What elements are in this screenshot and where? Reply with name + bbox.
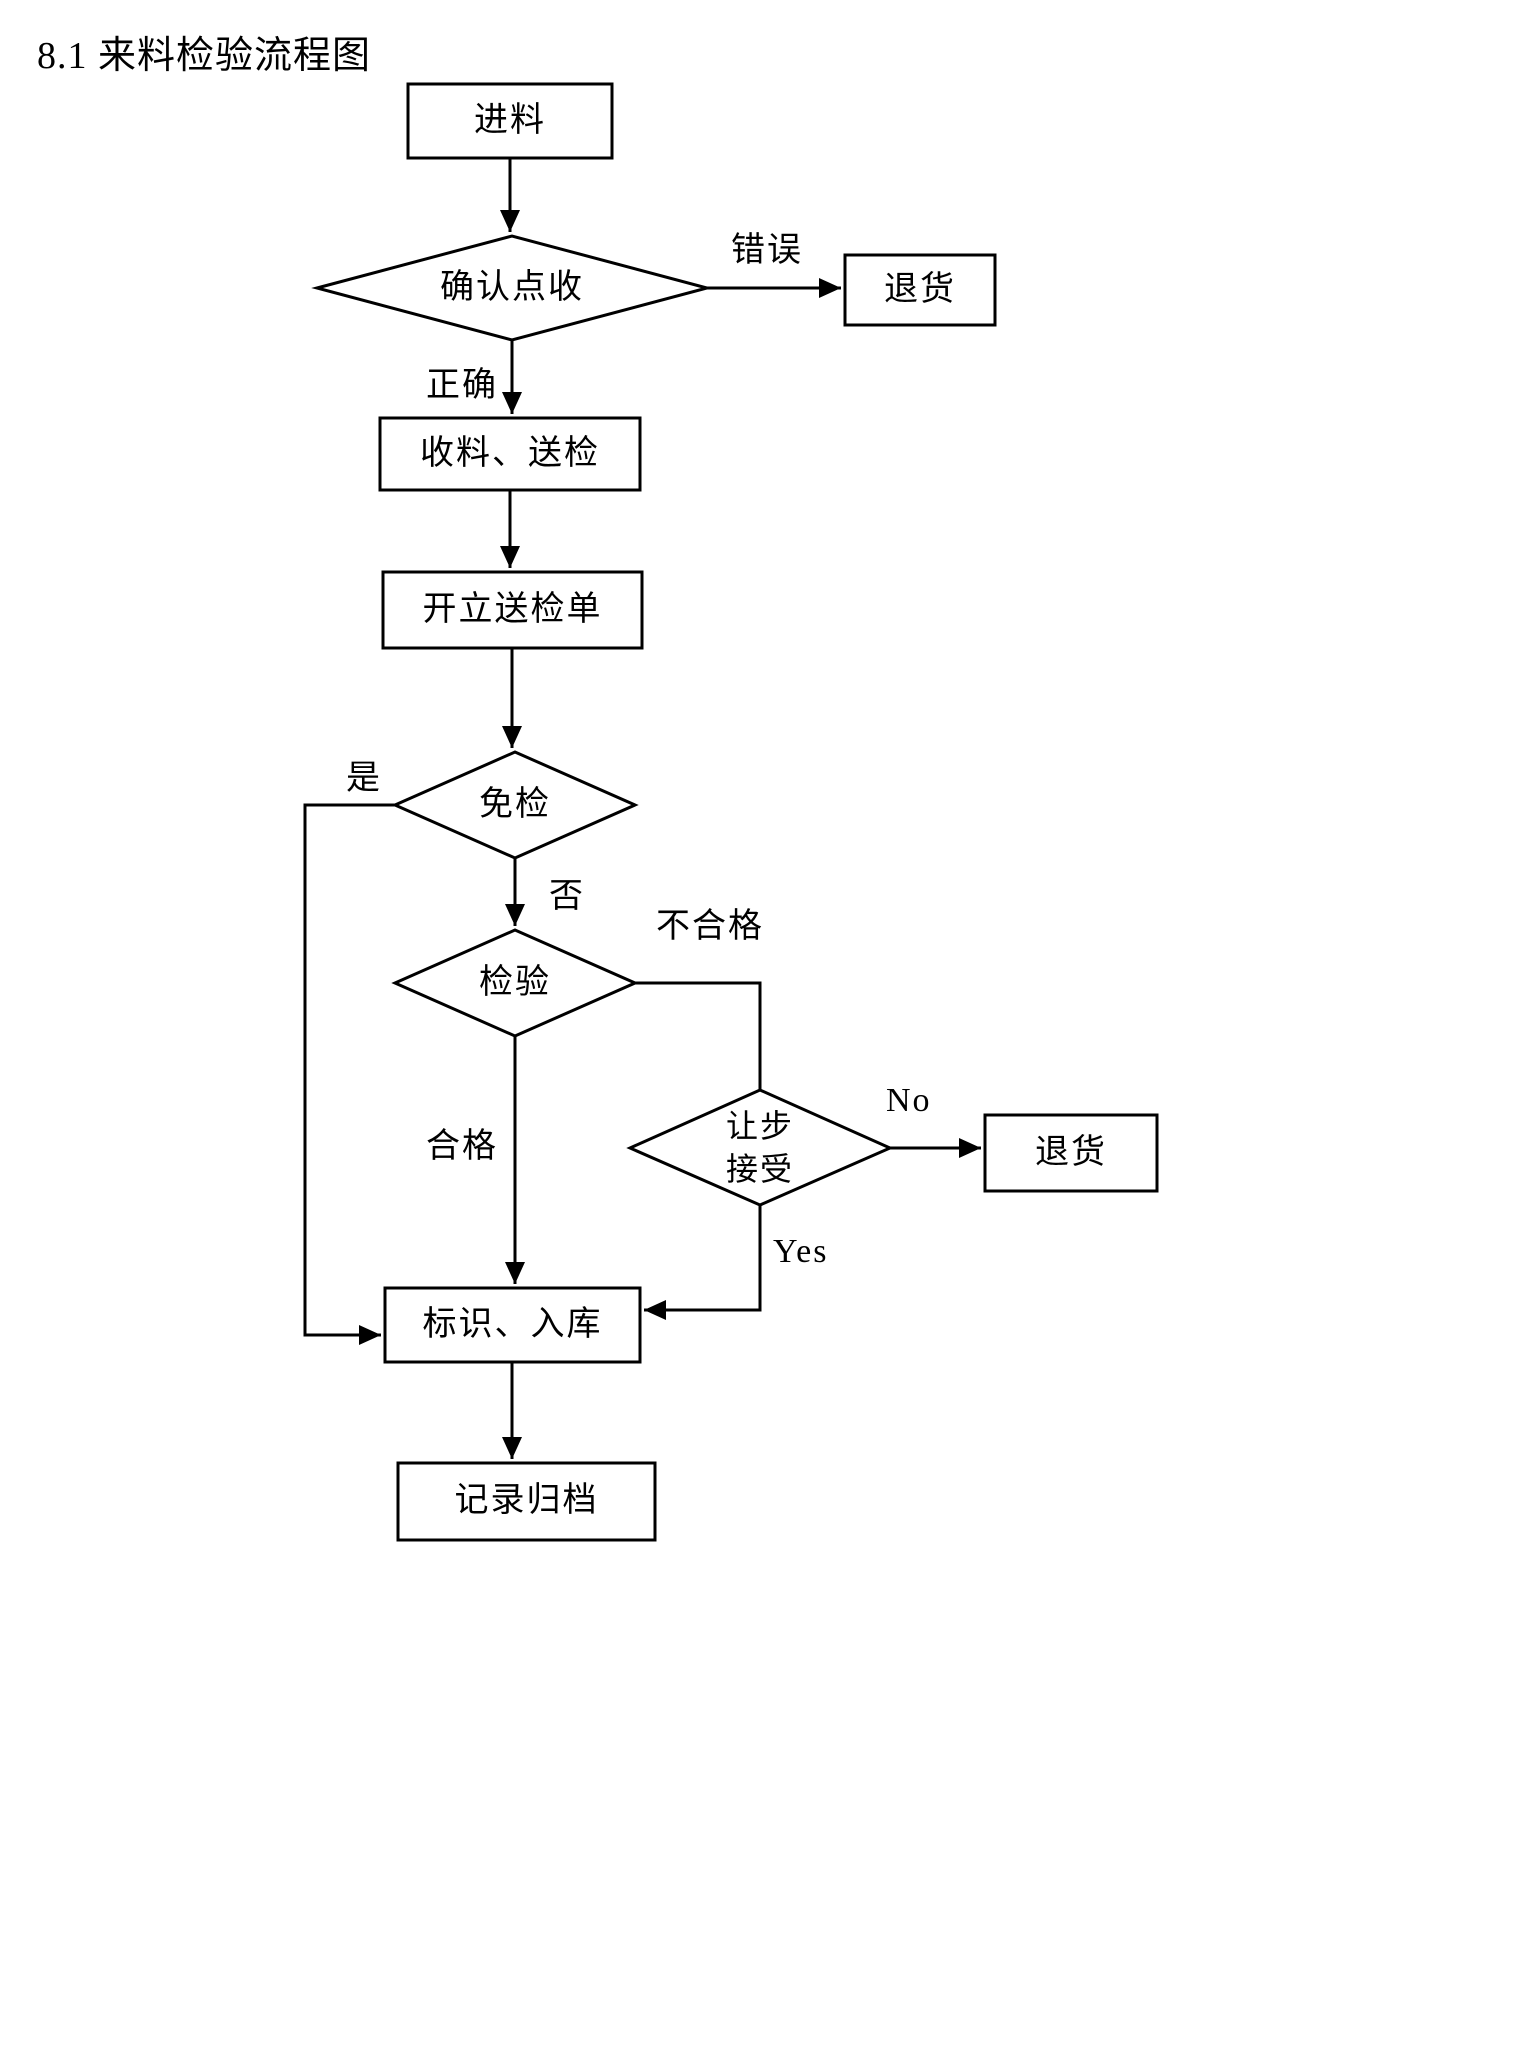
feed-box: [406, 82, 614, 160]
exempt-diamond: [391, 750, 639, 860]
concession-label-line2: 接受: [725, 1151, 794, 1187]
store-box: [383, 1286, 642, 1364]
inspect-label: 检验: [479, 963, 551, 1001]
concession-label-line1: 让步: [725, 1107, 794, 1144]
concession-label: 让步 接受: [660, 1100, 860, 1196]
store-label: 标识、入库: [422, 1305, 603, 1343]
receive-label: 收料、送检: [420, 434, 600, 472]
edge-label-wrong: 错误: [731, 232, 803, 269]
feed-label: 进料: [474, 101, 546, 139]
connector-inspect-unqualified-to-concession: [635, 981, 762, 1090]
exempt-label: 免检: [479, 785, 551, 823]
concession-diamond: [626, 1088, 894, 1207]
return2-box: [983, 1113, 1159, 1193]
confirm-label: 确认点收: [440, 268, 584, 306]
connector-exempt-yes-to-store: [303, 803, 395, 1345]
edge-label-no-cn: 否: [549, 878, 585, 915]
edge-label-unqualified: 不合格: [656, 908, 764, 945]
inspect-diamond: [391, 928, 639, 1038]
page-title: 8.1 来料检验流程图: [37, 35, 372, 77]
form-box: [381, 570, 644, 650]
return1-label: 退货: [884, 270, 956, 308]
record-box: [396, 1461, 657, 1542]
record-label: 记录归档: [454, 1482, 599, 1520]
connector-concession-yes-to-store: [644, 1205, 762, 1320]
form-label: 开立送检单: [422, 590, 603, 628]
receive-box: [378, 416, 642, 492]
edge-label-yes-en: Yes: [773, 1233, 829, 1270]
return2-label: 退货: [1035, 1133, 1107, 1171]
edge-label-qualified: 合格: [426, 1128, 498, 1165]
edge-label-no-en: No: [886, 1082, 932, 1119]
return1-box: [843, 253, 997, 327]
confirm-diamond: [311, 234, 713, 342]
edge-label-correct: 正确: [426, 367, 498, 404]
edge-label-yes-cn: 是: [346, 760, 382, 797]
